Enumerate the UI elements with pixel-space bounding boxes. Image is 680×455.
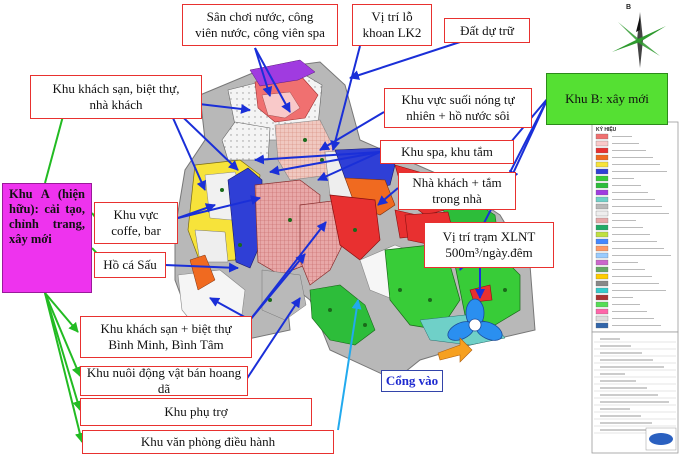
legend-swatch (595, 322, 609, 329)
legend-swatch (595, 301, 609, 308)
label-spa-bath: Khu spa, khu tắm (380, 140, 514, 164)
legend-swatch (595, 154, 609, 161)
label-crocodile-lake: Hồ cá Sấu (94, 252, 166, 278)
legend-swatch (595, 182, 609, 189)
legend-swatch (595, 224, 609, 231)
legend-swatch (595, 210, 609, 217)
legend-swatch (595, 203, 609, 210)
legend-swatch (595, 175, 609, 182)
zone-a-box: Khu A (hiện hữu): cải tạo, chỉnh trang, … (2, 183, 92, 293)
label-coffee-bar: Khu vực coffe, bar (94, 202, 178, 244)
label-reserve-land: Đất dự trữ (444, 18, 530, 43)
legend-swatch (595, 147, 609, 154)
compass-north-letter: B (626, 4, 632, 11)
label-well-lk2: Vị trí lỗ khoan LK2 (352, 4, 432, 46)
label-treatment-station: Vị trí trạm XLNT 500m³/ngày.đêm (424, 222, 554, 268)
legend-swatch (595, 280, 609, 287)
legend-swatch (595, 168, 609, 175)
label-office: Khu văn phòng điều hành (82, 430, 334, 454)
legend-swatch (595, 133, 609, 140)
legend-swatch (595, 273, 609, 280)
cyan-arrows (337, 299, 362, 431)
label-guesthouse-bath: Nhà khách + tắm trong nhà (398, 172, 516, 210)
label-auxiliary: Khu phụ trợ (80, 398, 312, 426)
label-gate: Cổng vào (381, 370, 443, 392)
legend-swatch (595, 161, 609, 168)
compass-rose (612, 12, 666, 68)
zone-b-box: Khu B: xây mới (546, 73, 668, 125)
gate-arrow (437, 337, 473, 363)
label-hotel-villa-guest: Khu khách sạn, biệt thự, nhà khách (30, 75, 202, 119)
legend-swatch (595, 259, 609, 266)
legend-swatch (595, 196, 609, 203)
legend-swatch (595, 189, 609, 196)
legend-swatch (595, 287, 609, 294)
legend-swatch (595, 238, 609, 245)
legend-swatch (595, 231, 609, 238)
legend-swatch (595, 315, 609, 322)
label-binh-minh-binh-tam: Khu khách sạn + biệt thự Bình Minh, Bình… (80, 316, 252, 358)
legend-panel (591, 121, 679, 333)
title-block (591, 331, 679, 454)
label-hot-spring: Khu vực suối nóng tự nhiên + hồ nước sôi (384, 88, 532, 128)
legend-swatch (595, 252, 609, 259)
legend-swatch (595, 308, 609, 315)
legend-swatch (595, 140, 609, 147)
label-semi-wild-animals: Khu nuôi động vật bán hoang dã (80, 365, 248, 396)
legend-swatch (595, 217, 609, 224)
label-water-park: Sân chơi nước, công viên nước, công viên… (182, 4, 338, 46)
legend-swatch (595, 294, 609, 301)
legend-title: KÝ HIỆU (596, 127, 617, 133)
legend-swatch (595, 245, 609, 252)
legend-swatch (595, 266, 609, 273)
tree-dots (213, 108, 507, 327)
zone-a-parcels (177, 71, 371, 339)
entrance-pool (447, 298, 503, 341)
